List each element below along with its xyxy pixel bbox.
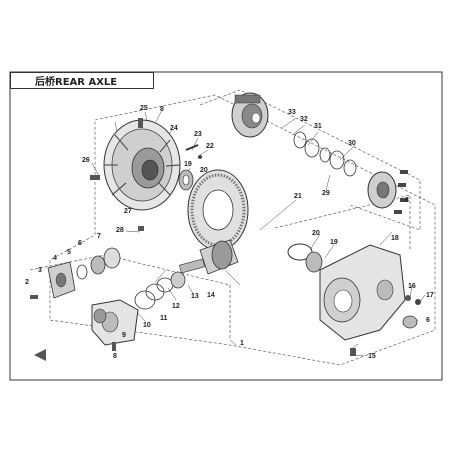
- callout-3: 3: [38, 267, 42, 274]
- callout-7: 7: [97, 233, 101, 240]
- pinion-shims: [134, 277, 174, 310]
- callout-22: 22: [206, 143, 214, 150]
- diagram-title-text: 后桥REAR AXLE: [35, 77, 118, 88]
- callout-6-right: 6: [426, 317, 430, 324]
- callout-20-lower: 20: [312, 230, 320, 237]
- pin-23: [185, 144, 199, 151]
- callout-16: 16: [408, 283, 416, 290]
- bolt-26: [90, 175, 100, 180]
- pin-22: [198, 155, 202, 159]
- callout-10: 10: [143, 322, 151, 329]
- callout-31: 31: [314, 123, 322, 130]
- callout-8-bottom: 8: [113, 353, 117, 360]
- callout-9: 9: [122, 332, 126, 339]
- bolt-2: [30, 295, 38, 299]
- seal-pinion: [93, 308, 107, 324]
- front-direction-logo: [34, 349, 46, 361]
- callout-4: 4: [53, 255, 57, 262]
- seal-6-left: [90, 255, 106, 275]
- callout-17: 17: [426, 292, 434, 299]
- assembly-outlines: [29, 89, 436, 366]
- differential-case: [231, 92, 269, 138]
- callout-26: 26: [82, 157, 90, 164]
- callout-29: 29: [322, 190, 330, 197]
- washer-5: [76, 264, 88, 280]
- callout-1: 1: [240, 340, 244, 347]
- callout-15: 15: [368, 353, 376, 360]
- callout-6-left: 6: [78, 240, 82, 247]
- callout-23: 23: [194, 131, 202, 138]
- diagram-border: [9, 71, 443, 381]
- plug-17: [415, 299, 421, 305]
- callout-2: 2: [25, 279, 29, 286]
- callout-12: 12: [172, 303, 180, 310]
- plug-16: [405, 295, 411, 301]
- bearing-13: [170, 271, 186, 289]
- bearing-7: [103, 247, 121, 269]
- callout-19-lower: 19: [330, 239, 338, 246]
- callout-5: 5: [67, 249, 71, 256]
- callout-25: 25: [140, 105, 148, 112]
- callout-21: 21: [294, 193, 302, 200]
- outline-housing: [274, 194, 411, 250]
- callout-8-top: 8: [160, 106, 164, 113]
- ring-gear: [187, 169, 249, 251]
- diff-spacers: [293, 131, 357, 177]
- outline-pinion: [29, 254, 231, 340]
- callout-33: 33: [288, 109, 296, 116]
- callout-30: 30: [348, 140, 356, 147]
- axle-hub-housing: [103, 119, 181, 211]
- callout-11: 11: [160, 315, 168, 322]
- diff-cover-plate: [367, 170, 408, 214]
- callout-32: 32: [300, 116, 308, 123]
- callout-24: 24: [170, 125, 178, 132]
- callout-27: 27: [124, 208, 132, 215]
- callout-19-upper: 19: [184, 161, 192, 168]
- callout-14: 14: [207, 292, 215, 299]
- axle-housing: [319, 244, 406, 341]
- bolt-25: [138, 118, 143, 128]
- pinion-gear: [179, 239, 239, 275]
- callout-28: 28: [116, 227, 124, 234]
- drain-plug-15: [350, 348, 356, 356]
- callout-20-upper: 20: [200, 167, 208, 174]
- callout-18: 18: [391, 235, 399, 242]
- bolt-8-lower: [112, 342, 116, 351]
- seal-6-right: [402, 315, 418, 329]
- outline-main: [49, 94, 436, 366]
- bolt-28: [138, 226, 144, 231]
- yoke-flange: [47, 261, 76, 299]
- callout-8-right: 8: [405, 197, 409, 204]
- callout-labels: 1 2 3 4 5 6 6 7 8 8 8 9 10 11 12 13 14 1…: [25, 105, 434, 360]
- callout-13: 13: [191, 293, 199, 300]
- seal-19: [305, 251, 323, 273]
